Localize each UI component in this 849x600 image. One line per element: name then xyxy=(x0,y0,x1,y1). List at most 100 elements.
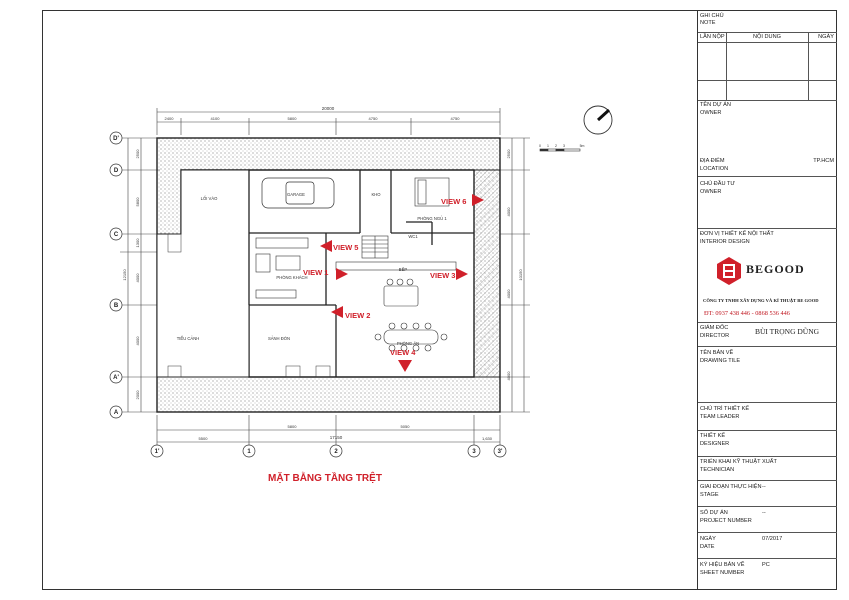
grid-row-D: D xyxy=(114,168,119,174)
scale-2: 2 xyxy=(555,144,557,148)
staircase xyxy=(361,235,389,259)
grid-col-3-prime: 3' xyxy=(498,449,503,455)
view-1-label: VIEW 1 xyxy=(303,268,328,277)
dim-left-4: 4000 xyxy=(135,273,140,283)
so-du-an-label: SỐ DỰ ÁN xyxy=(700,510,728,516)
director-label: DIRECTOR xyxy=(700,333,730,339)
thiet-ke-label: THIẾT KẾ xyxy=(700,433,726,439)
grid-row-A-prime: A' xyxy=(113,375,119,381)
project-value: -- xyxy=(762,510,766,516)
room-sanh-don: SẢNH ĐÓN xyxy=(268,336,290,341)
owner-label-2: OWNER xyxy=(700,189,722,195)
begood-logo-icon xyxy=(717,257,741,285)
interior-design-label: INTERIOR DESIGN xyxy=(700,239,750,245)
view-3-arrow-icon xyxy=(456,268,468,280)
trien-khai-label: TRIỂN KHAI KỸ THUẬT xyxy=(700,459,761,465)
company-phone: ĐT: 0937 438 446 - 0868 536 446 xyxy=(704,310,790,317)
ky-hieu-label: KÝ HIỆU BẢN VẼ xyxy=(700,562,745,568)
dim-left-total: 12150 xyxy=(122,269,127,281)
room-kho: KHO xyxy=(371,192,381,197)
dim-bottom-2: 5800 xyxy=(288,424,298,429)
dim-right-4: 4000 xyxy=(506,371,511,381)
dimension-left xyxy=(120,137,160,413)
grid-row-D-prime: D' xyxy=(113,136,119,142)
grid-row-A: A xyxy=(114,410,119,416)
north-arrow-icon xyxy=(583,105,613,135)
right-hatched-strip xyxy=(473,169,501,378)
designer-label: DESIGNER xyxy=(700,441,730,447)
company-name: CÔNG TY TNHH XÂY DỰNG VÀ KÍ THUẬT BE GOO… xyxy=(703,298,819,303)
room-tieu-canh: TIỂU CẢNH xyxy=(177,336,200,341)
dimension-bottom xyxy=(156,415,501,450)
date-value: 07/2017 xyxy=(762,536,783,542)
ten-du-an-label: TÊN DỰ ÁN xyxy=(700,102,731,108)
entrance-steps xyxy=(167,233,331,378)
grid-row-C: C xyxy=(114,232,119,238)
dim-top-4: 4750 xyxy=(369,116,379,121)
date-label: DATE xyxy=(700,544,715,550)
dim-left-2: 5800 xyxy=(135,197,140,207)
dim-left-5: 4000 xyxy=(135,336,140,346)
view-3-label: VIEW 3 xyxy=(430,271,455,280)
scale-5m: 5m xyxy=(580,144,585,148)
ghi-chu-label: GHI CHÚ xyxy=(700,13,724,19)
living-room-furniture xyxy=(255,237,309,299)
sheet-number-label: SHEET NUMBER xyxy=(700,570,745,576)
dim-left-6: 2000 xyxy=(135,390,140,400)
drawing-tile-label: DRAWING TILE xyxy=(700,358,741,364)
dimension-top xyxy=(156,108,501,135)
dim-bottom-total: 17150 xyxy=(330,435,343,440)
interior-walls xyxy=(248,170,474,377)
project-number-label: PROJECT NUMBER xyxy=(700,518,752,524)
dim-bottom-1: 5500 xyxy=(199,436,209,441)
drawing-sheet-frame xyxy=(42,10,837,590)
team-leader-label: TEAM LEADER xyxy=(700,414,740,420)
grid-col-1-prime: 1' xyxy=(155,449,160,455)
dim-right-total: 10150 xyxy=(518,269,523,281)
room-garage: GARAGE xyxy=(287,192,305,197)
dim-left-3: 1300 xyxy=(135,238,140,248)
floor-plan-drawing: 20000 2400 4100 5800 4750 4750 17150 550… xyxy=(109,105,613,484)
room-bep: BẾP xyxy=(399,267,408,272)
stage-label: STAGE xyxy=(700,492,719,498)
scale-0: 0 xyxy=(539,144,541,148)
grid-col-1: 1 xyxy=(247,449,251,455)
note-label: NOTE xyxy=(700,20,716,26)
ten-ban-ve-label: TÊN BẢN VẼ xyxy=(700,350,734,356)
grid-col-markers xyxy=(150,444,507,458)
grid-row-markers xyxy=(109,131,123,419)
view-4-arrow-icon xyxy=(398,360,412,372)
room-loi-vao: LỐI VÀO xyxy=(201,196,218,201)
room-wc: WC1 xyxy=(408,234,418,239)
director-name: BÙI TRỌNG DŨNG xyxy=(755,327,820,336)
dimension-right xyxy=(500,137,530,413)
grid-col-3: 3 xyxy=(472,449,476,455)
stage-value: -- xyxy=(762,484,766,490)
ngay-label-2: NGÀY xyxy=(700,536,716,542)
location-label: LOCATION xyxy=(700,166,729,172)
title-block: GHI CHÚ NOTE LẦN NỘP NỘI DUNG NGÀY TÊN D… xyxy=(697,10,837,590)
view-2-label: VIEW 2 xyxy=(345,311,370,320)
dining-table xyxy=(374,322,448,352)
drawing-title: MẶT BẰNG TẦNG TRỆT xyxy=(268,471,382,484)
room-phong-khach: PHÒNG KHÁCH xyxy=(276,275,307,280)
giam-doc-label: GIÁM ĐỐC xyxy=(700,325,729,331)
view-5-label: VIEW 5 xyxy=(333,243,358,252)
dim-bottom-3: 5050 xyxy=(401,424,411,429)
view-1-arrow-icon xyxy=(336,268,348,280)
dim-right-3: 4000 xyxy=(506,289,511,299)
kitchen-island xyxy=(335,261,457,307)
sheet-value: PC xyxy=(762,562,770,568)
grid-col-2: 2 xyxy=(334,449,338,455)
view-5-arrow-icon xyxy=(320,240,332,252)
noi-dung-label: NỘI DUNG xyxy=(753,34,781,40)
ngay-label: NGÀY xyxy=(818,34,834,40)
brand-name: BEGOOD xyxy=(746,262,805,276)
don-vi-label: ĐƠN VỊ THIẾT KẾ NỘI THẤT xyxy=(700,231,774,237)
scale-bar xyxy=(539,148,581,152)
grid-row-B: B xyxy=(114,303,119,309)
dia-diem-label: ĐỊA ĐIỂM xyxy=(700,158,725,164)
bedroom-bed xyxy=(414,177,450,207)
dim-left-1: 2500 xyxy=(135,149,140,159)
giai-doan-label: GIAI ĐOẠN THỰC HIỆN xyxy=(700,484,762,490)
